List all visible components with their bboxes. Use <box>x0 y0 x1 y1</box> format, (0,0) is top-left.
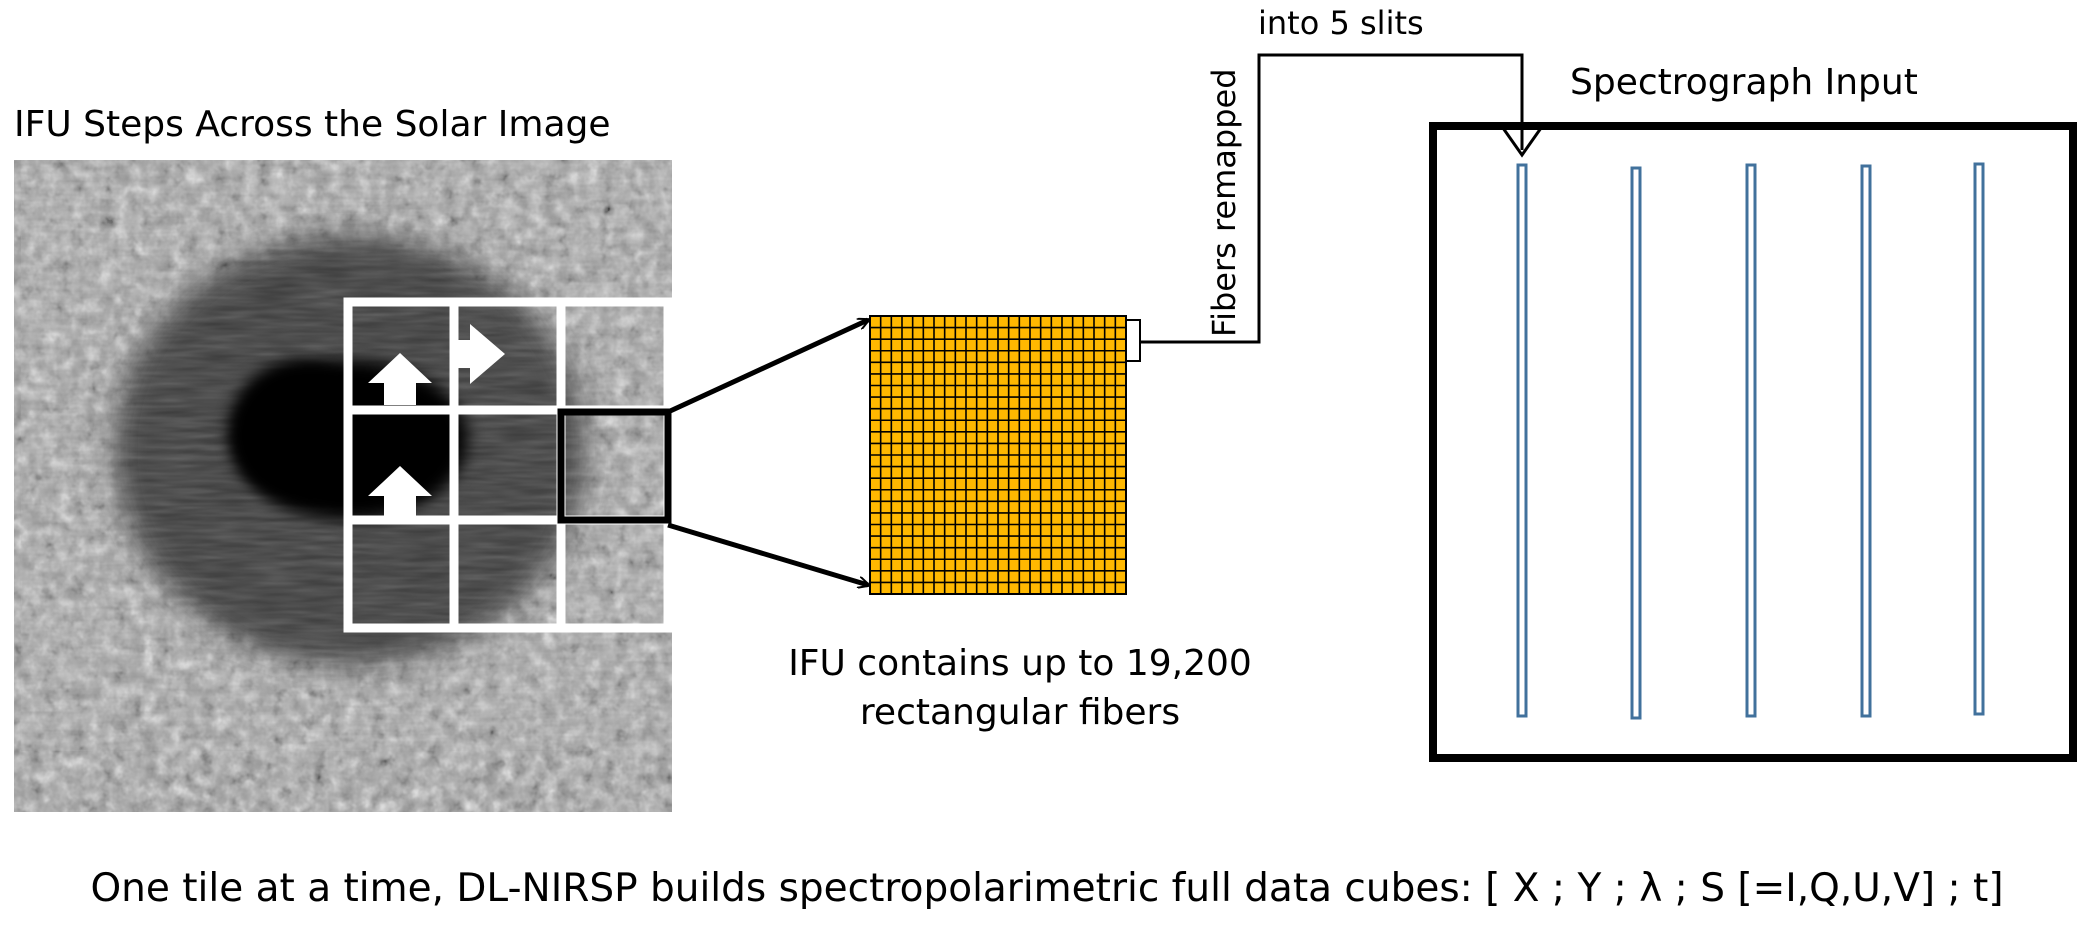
slit-2 <box>1630 166 1642 720</box>
slits-label: into 5 slits <box>1258 4 1424 42</box>
ifu-fiber-bundle <box>869 315 1127 595</box>
ifu-caption: IFU contains up to 19,200 rectangular fi… <box>788 643 1252 733</box>
fiber-routing-line <box>1140 53 1524 344</box>
fiber-bundle-bracket <box>1126 319 1141 362</box>
spectrograph-title: Spectrograph Input <box>1570 62 1918 103</box>
slit-3 <box>1745 163 1757 718</box>
routing-arrowhead <box>1501 127 1543 158</box>
slit-4 <box>1860 164 1872 718</box>
zoom-line-top <box>666 320 868 415</box>
current-tile-highlight <box>557 408 672 524</box>
slit-5 <box>1973 162 1985 716</box>
solar-image-title: IFU Steps Across the Solar Image <box>14 104 611 145</box>
step-arrow-up-1 <box>368 353 432 405</box>
step-arrow-right <box>452 324 505 384</box>
step-arrow-up-2 <box>368 466 432 516</box>
solar-image <box>14 160 672 812</box>
footer-caption: One tile at a time, DL-NIRSP builds spec… <box>90 866 2004 911</box>
fibers-remapped-label: Fibers remapped <box>1205 68 1243 337</box>
zoom-line-bottom <box>667 522 868 585</box>
spectrograph-box <box>1429 122 2077 762</box>
slit-1 <box>1516 163 1528 718</box>
spectrograph-slits <box>1516 162 1985 720</box>
